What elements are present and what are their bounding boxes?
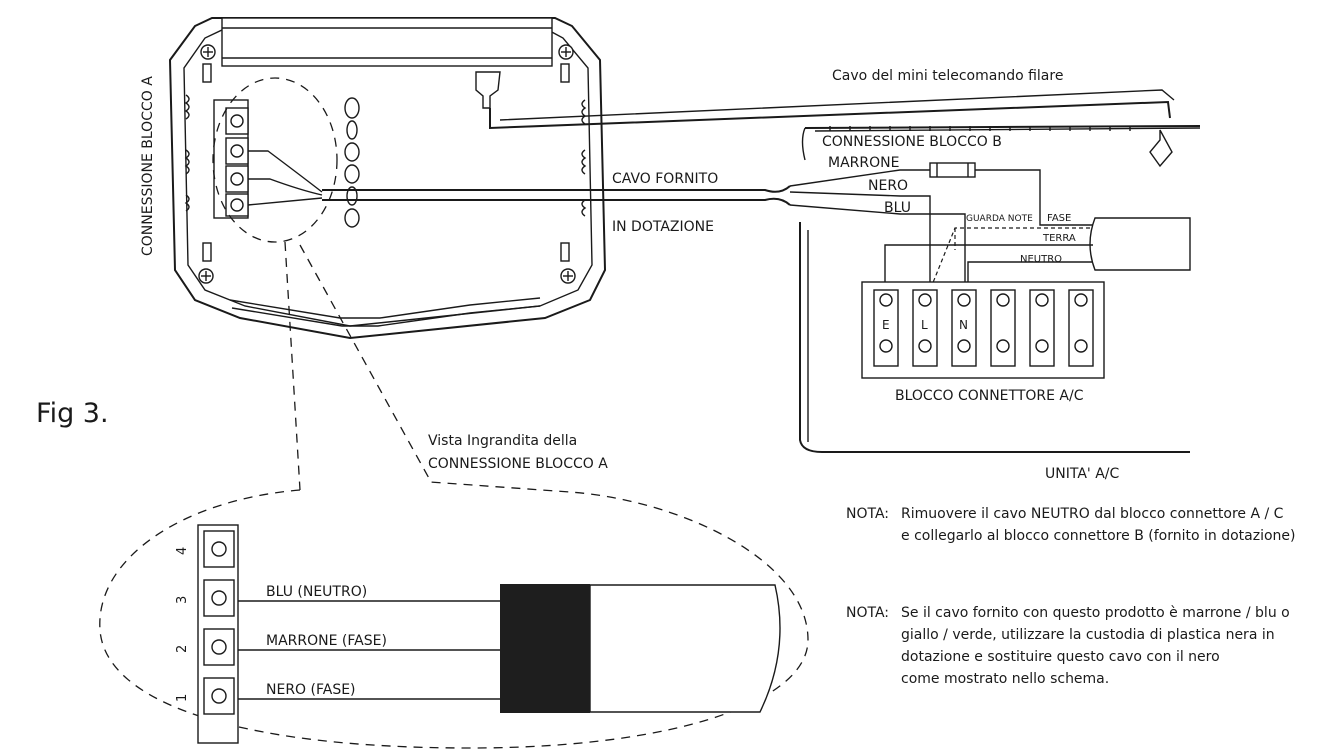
terminal-number-1: 1 (175, 694, 190, 702)
zoom-terminal-strip (197, 524, 239, 744)
note-2: NOTA: Se il cavo fornito con questo prod… (846, 605, 1290, 687)
terminal-number-2: 2 (175, 645, 190, 653)
note-2-line-2: giallo / verde, utilizzare la custodia d… (901, 627, 1275, 643)
terminal-n: N (959, 318, 968, 332)
block-b-connector (929, 162, 976, 178)
supplied-cable-label-2: IN DOTAZIONE (612, 219, 714, 235)
zoom-wire-blu: BLU (NEUTRO) (266, 584, 367, 600)
zoom-wire-nero: NERO (FASE) (266, 682, 356, 698)
block-b-rail (801, 125, 1201, 168)
block-b-title: CONNESSIONE BLOCCO B (822, 134, 1002, 150)
terminal-l: L (921, 318, 928, 332)
zoom-cable (589, 584, 781, 713)
wire-marrone: MARRONE (828, 155, 899, 171)
ac-unit (799, 217, 1191, 453)
terminal-number-3: 3 (175, 596, 190, 604)
ac-line-neutro: NEUTRO (1020, 254, 1062, 265)
zoom-callout (212, 77, 338, 243)
ac-line-terra: TERRA (1042, 233, 1076, 244)
wire-blu: BLU (884, 200, 911, 216)
note-2-line-3: dotazione e sostituire questo cavo con i… (901, 649, 1220, 665)
terminal-e: E (882, 318, 890, 332)
note-2-line-4: come mostrato nello schema. (901, 671, 1109, 687)
zoom-caption-1: Vista Ingrandita della (428, 433, 577, 449)
ac-line-fase: FASE (1047, 213, 1071, 224)
terminal-block-a (213, 99, 249, 219)
wire-nero: NERO (868, 178, 908, 194)
remote-cable-label: Cavo del mini telecomando filare (832, 68, 1063, 84)
guarda-note-tag: GUARDA NOTE (966, 214, 1033, 224)
note-2-prefix: NOTA: (846, 605, 889, 621)
supplied-cable-label-1: CAVO FORNITO (612, 171, 718, 187)
block-a-label: CONNESSIONE BLOCCO A (140, 76, 156, 256)
note-1-line-2: e collegarlo al blocco connettore B (for… (901, 528, 1295, 544)
terminal-number-4: 4 (175, 547, 190, 555)
note-2-line-1: Se il cavo fornito con questo prodotto è… (901, 605, 1290, 621)
controller-housing (168, 17, 607, 340)
ac-block-label: BLOCCO CONNETTORE A/C (895, 388, 1084, 404)
ac-unit-label: UNITA' A/C (1045, 466, 1119, 482)
black-sleeve (500, 584, 590, 713)
inline-connector (344, 97, 360, 228)
note-1-prefix: NOTA: (846, 506, 889, 522)
figure-label: Fig 3. (36, 398, 109, 429)
note-1-line-1: Rimuovere il cavo NEUTRO dal blocco conn… (901, 506, 1284, 522)
ac-connector-block (861, 281, 1105, 379)
zoom-wire-marrone: MARRONE (FASE) (266, 633, 387, 649)
zoom-caption-2: CONNESSIONE BLOCCO A (428, 456, 608, 472)
zoom-ellipse (99, 481, 809, 749)
note-1: NOTA: Rimuovere il cavo NEUTRO dal blocc… (846, 506, 1295, 544)
